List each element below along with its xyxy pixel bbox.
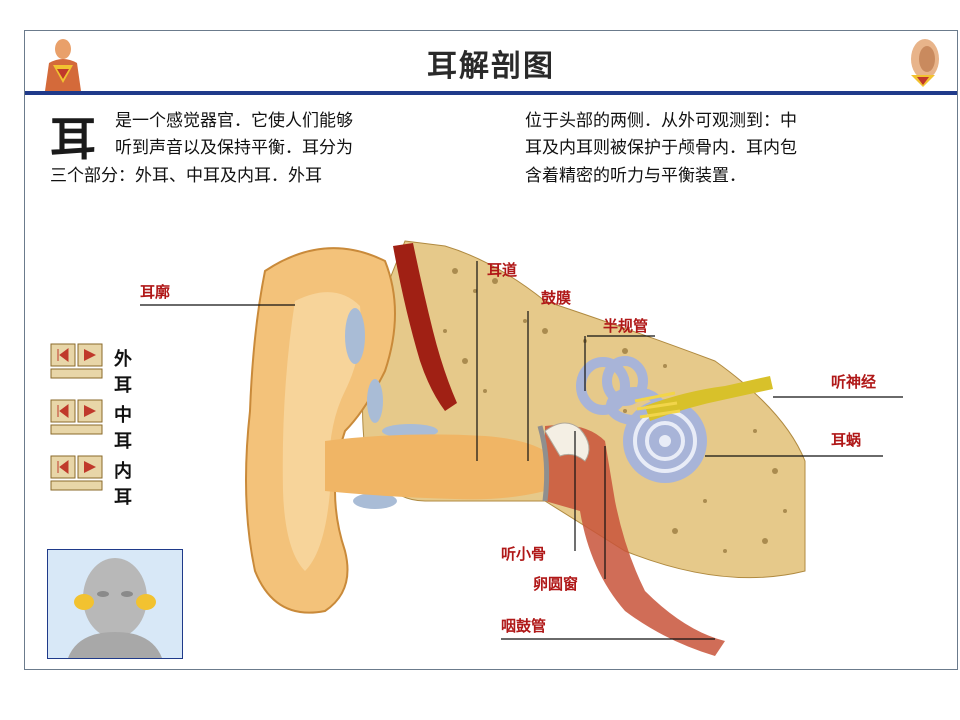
header-rule: [25, 91, 957, 95]
eardrum-shape: [537, 425, 550, 502]
label-eustachian: 咽鼓管: [501, 617, 547, 635]
intro-right-line3: 含着精密的听力与平衡装置．: [525, 166, 746, 186]
ear-icon[interactable]: [901, 35, 945, 93]
auditory-nerve-shape: [645, 376, 773, 421]
label-eardrum: 鼓膜: [541, 289, 572, 307]
head-thumbnail: [47, 549, 183, 659]
ear-canal-shape: [325, 434, 545, 500]
label-auditory-nerve: 听神经: [831, 373, 877, 391]
intro-big-char: 耳: [50, 112, 96, 166]
blood-vessel: [393, 243, 457, 411]
intro-right-line1: 位于头部的两侧．从外可观测到：中: [525, 111, 797, 131]
label-oval-window: 卵圆窗: [533, 575, 579, 593]
label-cochlea: 耳蜗: [831, 431, 862, 449]
intro-left-line1: 是一个感觉器官．它使人们能够: [115, 111, 353, 131]
play-buttons-icon[interactable]: [50, 399, 104, 435]
anatomy-body-icon[interactable]: [31, 35, 95, 93]
middle-ear-cavity: [545, 425, 725, 656]
play-buttons-icon[interactable]: [50, 455, 104, 491]
label-ear-canal: 耳道: [487, 261, 518, 279]
label-ossicles: 听小骨: [501, 545, 547, 563]
ear-diagram: [140, 240, 903, 656]
intro-left-line3: 三个部分：外耳、中耳及内耳．外耳: [50, 166, 322, 186]
main-frame: 耳解剖图 耳 是一个感觉器官．它使人们能够 听到声音以及保持平衡．耳分为 三个部…: [24, 30, 958, 670]
label-semicircular: 半规管: [603, 317, 649, 335]
page-title: 耳解剖图: [427, 49, 555, 84]
leader-lines: [140, 261, 903, 640]
head-icon: [48, 550, 182, 658]
intro-right-line2: 耳及内耳则被保护于颅骨内．耳内包: [525, 138, 797, 158]
label-auricle: 耳廓: [140, 283, 171, 301]
nav-label-inner-ear: 内耳: [114, 461, 132, 508]
nav-label-outer-ear: 外耳: [114, 349, 132, 396]
play-buttons-icon[interactable]: [50, 343, 104, 379]
intro-left-line2: 听到声音以及保持平衡．耳分为: [115, 138, 353, 158]
header: 耳解剖图: [25, 31, 957, 95]
nerve-fibers: [634, 391, 681, 419]
auricle-inner: [282, 292, 361, 571]
nav-label-middle-ear: 中耳: [114, 405, 132, 452]
ossicles-shape: [544, 422, 590, 462]
